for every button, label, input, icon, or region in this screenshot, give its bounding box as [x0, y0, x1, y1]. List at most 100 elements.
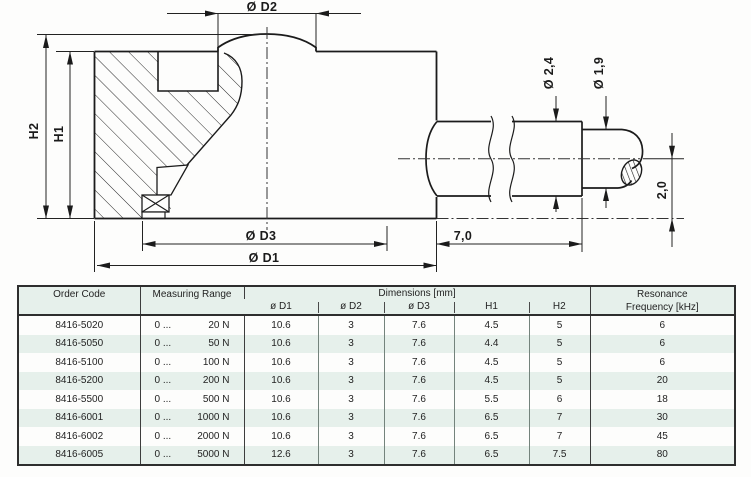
- range-value: 100 N: [202, 356, 230, 368]
- cell-d1: 10.6: [243, 315, 318, 335]
- cell-d3: 7.6: [383, 408, 454, 427]
- table-row: 8416-5200 0 ...200 N 10.6 3 7.6 4.5 5 20: [18, 371, 736, 390]
- cell-order-code: 8416-5200: [55, 375, 104, 387]
- dim-label-h1: H1: [52, 126, 66, 143]
- body-outline: [93, 33, 438, 220]
- cell-h1: 5.5: [453, 390, 529, 409]
- cell-order-code: 8416-5020: [55, 319, 104, 331]
- cell-d1: 10.6: [243, 334, 318, 353]
- cell-d1: 10.6: [243, 371, 318, 390]
- cell-freq: 6: [589, 334, 736, 353]
- cell-d2: 3: [317, 427, 384, 446]
- cell-d2: 3: [317, 390, 384, 409]
- table-header: Order Code Measuring Range Dimensions [m…: [18, 286, 736, 315]
- cell-d2: 3: [317, 445, 384, 465]
- cell-h1: 4.4: [453, 334, 529, 353]
- cell-d1: 10.6: [243, 427, 318, 446]
- cell-h1: 4.5: [453, 315, 529, 335]
- header-order-code: Order Code: [53, 289, 106, 300]
- cell-range: 0 ...500 N: [139, 390, 244, 409]
- range-value: 20 N: [208, 319, 230, 331]
- range-prefix: 0 ...: [154, 412, 172, 424]
- cell-d3: 7.6: [383, 371, 454, 390]
- cell-range: 0 ... 200 N: [139, 371, 244, 390]
- cell-order-code: 8416-5100: [55, 356, 104, 368]
- break-line: [488, 115, 494, 203]
- cell-order-code: 8416-5050: [55, 338, 104, 350]
- cell-d1: 12.6: [243, 445, 318, 465]
- cell-range: 0 ... 100 N: [139, 353, 244, 372]
- cell-order-code: 8416-5500: [55, 393, 104, 405]
- cell-d3: 7.6: [383, 334, 454, 353]
- cell-h2: 5: [528, 334, 591, 353]
- cell-d3: 7.6: [383, 390, 454, 409]
- table-row: 8416-5500 0 ...500 N 10.6 3 7.6 5.5 6 18: [18, 390, 736, 409]
- header-resonance-line1: Resonance: [637, 288, 688, 300]
- dim-label-h2: H2: [27, 123, 41, 140]
- header-measuring-range: Measuring Range: [139, 286, 244, 315]
- range-value: 200 N: [202, 375, 230, 387]
- header-resonance-line2: Frequency [kHz]: [625, 301, 699, 313]
- cell-d3: 7.6: [383, 445, 454, 465]
- dim-label-cable-stub: 7,0: [454, 229, 473, 243]
- table-row: 8416-5020 0 ...20 N 10.6 3 7.6 4.5 5 6: [18, 315, 736, 335]
- range-prefix: 0 ...: [154, 449, 172, 461]
- cell-d2: 3: [317, 408, 384, 427]
- cell-order-code: 8416-6001: [55, 412, 104, 424]
- cell-h2: 5: [528, 353, 591, 372]
- cable-core-end: [620, 159, 643, 186]
- cell-h1: 4.5: [453, 353, 529, 372]
- table-row: 8416-5100 0 ...100 N 10.6 3 7.6 4.5 5 6: [18, 353, 736, 372]
- range-prefix: 0 ...: [154, 356, 172, 368]
- cell-order-code: 8416-6005: [55, 449, 104, 461]
- cell-d2: 3: [317, 315, 384, 335]
- cell-freq: 20: [589, 371, 736, 390]
- table-row: 8416-5050 0 ... 50 N 10.6 3 7.6 4.4 5 6: [18, 334, 736, 353]
- cell-d1: 10.6: [243, 390, 318, 409]
- range-value: 500 N: [202, 393, 230, 405]
- cell-freq: 45: [589, 427, 736, 446]
- body-cross-section: [94, 51, 243, 220]
- header-h2: H2: [529, 299, 590, 315]
- dimension-arrows: [43, 10, 675, 269]
- center-lines: [266, 27, 684, 230]
- header-d3: ø D3: [384, 299, 454, 315]
- cell-d2: 3: [317, 371, 384, 390]
- cell-range: 0 ...20 N: [139, 315, 244, 335]
- cell-h2: 7: [528, 427, 591, 446]
- cell-d2: 3: [317, 334, 384, 353]
- cell-freq: 80: [589, 445, 736, 465]
- spec-table: Order Code Measuring Range Dimensions [m…: [17, 285, 737, 466]
- cell-d1: 10.6: [243, 408, 318, 427]
- cell-d3: 7.6: [383, 315, 454, 335]
- cell-d2: 3: [317, 353, 384, 372]
- cell-range: 0 ... 1000 N: [139, 408, 244, 427]
- technical-drawing: H2 H1 Ø D2 Ø D3 Ø D1 Ø 2,4 Ø 1,9 2,0 7,0: [27, 0, 684, 272]
- range-value: 50 N: [208, 338, 230, 350]
- cell-freq: 6: [589, 353, 736, 372]
- break-line: [509, 115, 515, 203]
- range-value: 1000 N: [197, 412, 230, 424]
- element-trapezoid: [156, 164, 190, 196]
- cell-d3: 7.6: [383, 353, 454, 372]
- cell-d3: 7.6: [383, 427, 454, 446]
- range-prefix: 0 ...: [154, 338, 172, 350]
- dim-label-d2: Ø D2: [247, 0, 278, 14]
- cell-order-code: 8416-6002: [55, 430, 104, 442]
- cell-h1: 6.5: [453, 445, 529, 465]
- range-value: 2000 N: [197, 430, 230, 442]
- dim-label-axis-offset: 2,0: [655, 181, 669, 200]
- cell-h2: 7: [528, 408, 591, 427]
- cell-h2: 7.5: [528, 445, 591, 465]
- header-resonance: Resonance Frequency [kHz]: [589, 286, 736, 315]
- cell-h2: 6: [528, 390, 591, 409]
- range-prefix: 0 ...: [154, 375, 172, 387]
- cell-h1: 6.5: [453, 427, 529, 446]
- cell-h2: 5: [528, 371, 591, 390]
- cell-freq: 30: [589, 408, 736, 427]
- cell-freq: 6: [589, 315, 736, 335]
- dim-label-d1: Ø D1: [249, 251, 280, 265]
- cell-range: 0 ... 50 N: [139, 334, 244, 353]
- table-row: 8416-6002 0 ...2000 N 10.6 3 7.6 6.5 7 4…: [18, 427, 736, 446]
